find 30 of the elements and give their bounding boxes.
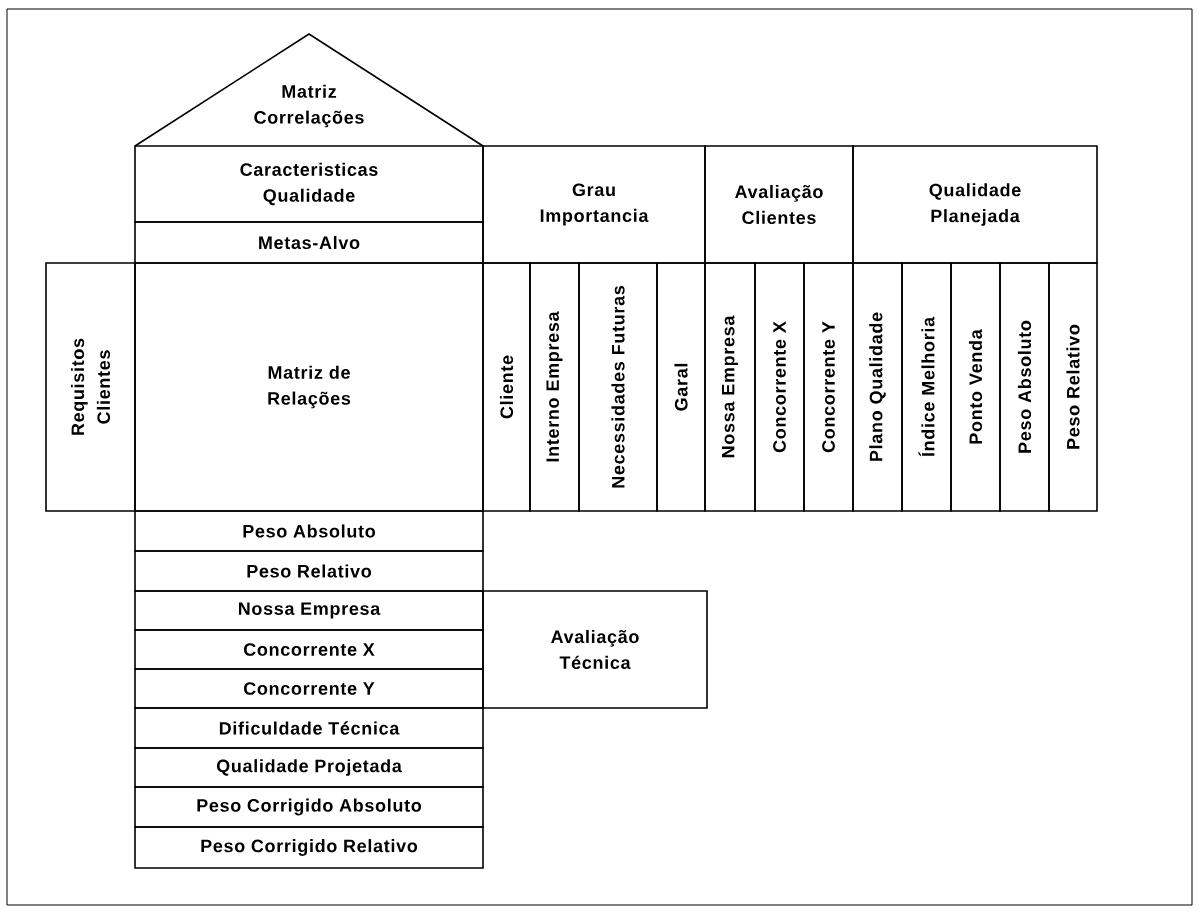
table-cell: Concorrente X bbox=[134, 629, 484, 670]
table-cell: Garal bbox=[656, 262, 706, 512]
header-box: Metas-Alvo bbox=[134, 221, 484, 264]
table-cell: Peso Absoluto bbox=[134, 510, 484, 552]
table-cell: Ponto Venda bbox=[950, 262, 1001, 512]
table-cell: Concorrente X bbox=[754, 262, 805, 512]
table-cell: Necessidades Futuras bbox=[578, 262, 658, 512]
table-cell: Dificuldade Técnica bbox=[134, 707, 484, 749]
table-cell: Índice Melhoria bbox=[901, 262, 952, 512]
correlation-roof: Matriz Correlações bbox=[134, 33, 484, 147]
table-cell: Concorrente Y bbox=[803, 262, 854, 512]
matrix-box: Matriz de Relações bbox=[134, 262, 484, 512]
table-cell: Peso Relativo bbox=[1048, 262, 1098, 512]
header-box: Avaliação Clientes bbox=[704, 145, 854, 264]
table-cell: Interno Empresa bbox=[529, 262, 580, 512]
table-cell: Qualidade Projetada bbox=[134, 747, 484, 788]
header-box: Avaliação Técnica bbox=[482, 590, 708, 709]
table-cell: Peso Absoluto bbox=[999, 262, 1050, 512]
header-box: Caracteristicas Qualidade bbox=[134, 145, 484, 223]
table-cell: Cliente bbox=[482, 262, 531, 512]
table-cell: Concorrente Y bbox=[134, 668, 484, 709]
table-cell: Plano Qualidade bbox=[852, 262, 903, 512]
table-cell: Peso Corrigido Absoluto bbox=[134, 786, 484, 828]
table-cell: Peso Relativo bbox=[134, 550, 484, 592]
header-box: Qualidade Planejada bbox=[852, 145, 1098, 264]
table-cell: Nossa Empresa bbox=[704, 262, 756, 512]
matrix-box: Requisitos Clientes bbox=[45, 262, 136, 512]
table-cell: Nossa Empresa bbox=[134, 590, 484, 631]
table-cell: Peso Corrigido Relativo bbox=[134, 826, 484, 869]
header-box: Grau Importancia bbox=[482, 145, 706, 264]
